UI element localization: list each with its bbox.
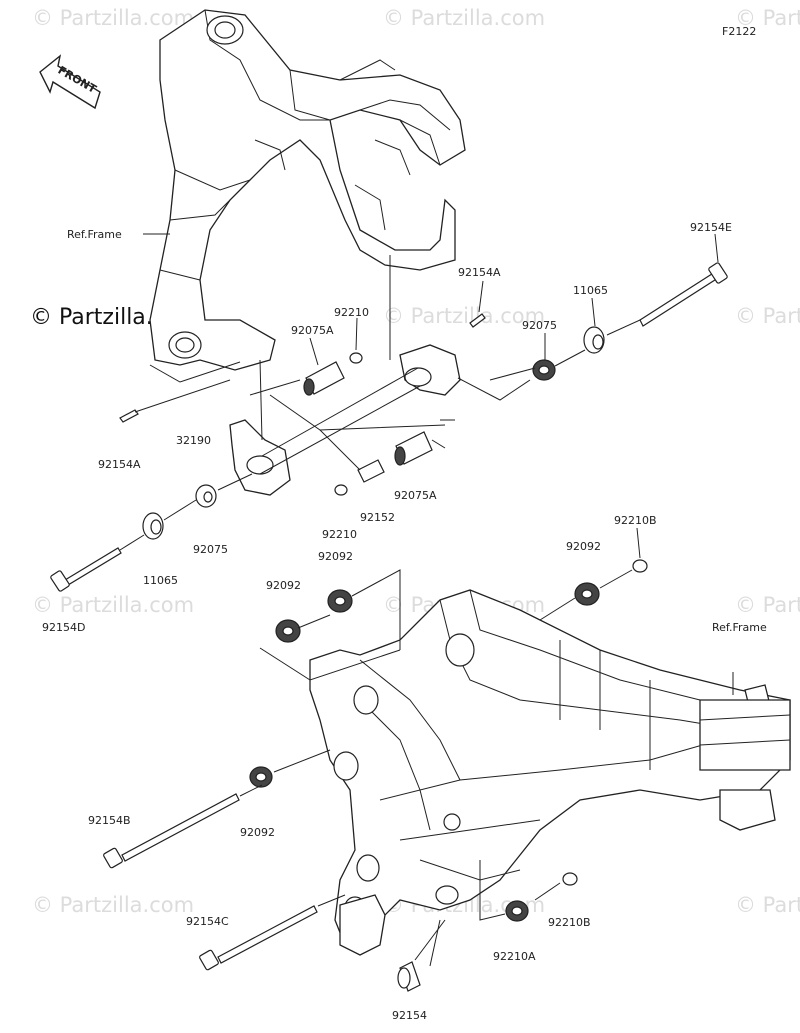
- watermark-text: © Partzilla.com: [32, 893, 194, 917]
- label-92154A-left: 92154A: [98, 458, 141, 471]
- upper-parts: [50, 262, 728, 592]
- label-92154C: 92154C: [186, 915, 229, 928]
- lower-frame-icon: [309, 589, 791, 956]
- label-92075A-top: 92075A: [291, 324, 334, 337]
- label-92092-right: 92092: [566, 540, 601, 553]
- watermark-text: © Partzilla.com: [735, 593, 800, 617]
- part-labels: Ref.Frame 92154E 92154A 11065 92210 9207…: [42, 221, 767, 1022]
- figure-code: F2122: [722, 25, 756, 38]
- label-92154: 92154: [392, 1009, 427, 1022]
- label-92075A-mid: 92075A: [394, 489, 437, 502]
- assembly-lines-upper: [119, 255, 641, 551]
- watermark-text: © Partzilla.com: [32, 593, 194, 617]
- lower-parts: [103, 559, 648, 992]
- watermark-text: © Partzilla.com: [735, 304, 800, 328]
- label-ref-frame-right: Ref.Frame: [712, 621, 767, 634]
- label-92152: 92152: [360, 511, 395, 524]
- assembly-lines-lower: [239, 569, 734, 967]
- label-92092-mid: 92092: [318, 550, 353, 563]
- label-92210-mid: 92210: [322, 528, 357, 541]
- watermarks: © Partzilla.com © Partzilla.com © Partzi…: [32, 6, 800, 917]
- front-arrow-icon: FRONT: [39, 54, 101, 110]
- label-92154D: 92154D: [42, 621, 85, 634]
- label-92210B-low: 92210B: [548, 916, 591, 929]
- label-32190: 32190: [176, 434, 211, 447]
- label-11065-top: 11065: [573, 284, 608, 297]
- label-92092-low: 92092: [240, 826, 275, 839]
- label-leaders: [143, 233, 719, 559]
- watermark-text: © Partzilla.com: [32, 6, 194, 30]
- label-92210-top: 92210: [334, 306, 369, 319]
- label-92154A-top: 92154A: [458, 266, 501, 279]
- label-11065-bot: 11065: [143, 574, 178, 587]
- upper-frame-icon: [149, 9, 466, 371]
- label-92210B-top: 92210B: [614, 514, 657, 527]
- watermark-text: © Partzilla.com: [735, 893, 800, 917]
- mount-bracket-icon: [229, 344, 461, 496]
- watermark-text: © Partzilla.com: [735, 6, 800, 30]
- label-ref-frame-top: Ref.Frame: [67, 228, 122, 241]
- label-92075-top: 92075: [522, 319, 557, 332]
- watermark-text: © Partzilla.com: [383, 304, 545, 328]
- label-92154B: 92154B: [88, 814, 131, 827]
- label-92154E: 92154E: [690, 221, 732, 234]
- label-92092-left: 92092: [266, 579, 301, 592]
- label-92210A: 92210A: [493, 950, 536, 963]
- label-92075-bot: 92075: [193, 543, 228, 556]
- watermark-text: © Partzilla.com: [383, 6, 545, 30]
